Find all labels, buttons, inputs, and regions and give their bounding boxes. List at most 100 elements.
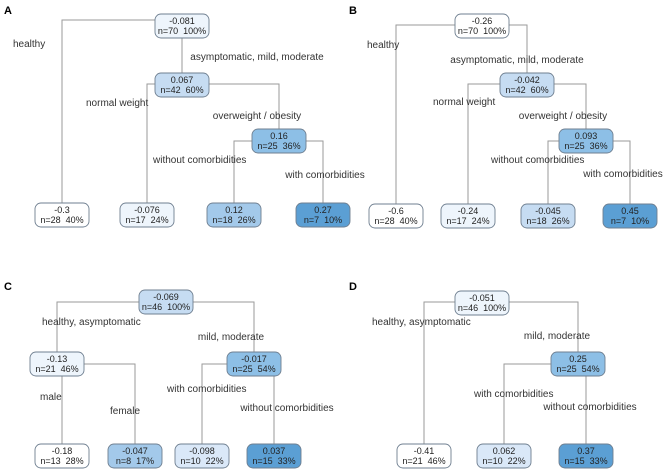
split-label: without comorbidities bbox=[152, 155, 246, 166]
split-label: without comorbidities bbox=[490, 155, 584, 166]
node-stats: n=28 40% bbox=[374, 216, 417, 226]
node-stats: n=10 22% bbox=[482, 456, 525, 466]
node-value: -0.042 bbox=[514, 75, 540, 85]
node-value: -0.076 bbox=[134, 205, 160, 215]
node-box bbox=[295, 202, 351, 228]
node-box bbox=[558, 128, 614, 154]
node-value: 0.37 bbox=[577, 446, 595, 456]
split-label: overweight / obesity bbox=[519, 111, 607, 122]
node-stats: n=17 24% bbox=[125, 215, 168, 225]
leaf-node: -0.41n=21 46% bbox=[396, 443, 452, 469]
panel-letter: C bbox=[4, 281, 12, 293]
node-box bbox=[206, 202, 262, 228]
node-stats: n=7 10% bbox=[304, 215, 342, 225]
split-label: healthy, asymptomatic bbox=[372, 317, 471, 328]
split-label: normal weight bbox=[86, 98, 148, 109]
node-stats: n=25 54% bbox=[232, 364, 275, 374]
split-label: with comorbidities bbox=[166, 384, 246, 395]
split-label: without comorbidities bbox=[542, 402, 636, 413]
split-label: with comorbidities bbox=[582, 169, 662, 180]
split-label: normal weight bbox=[433, 97, 495, 108]
node-value: 0.16 bbox=[270, 131, 288, 141]
split-label: healthy bbox=[13, 39, 45, 50]
node-value: -0.047 bbox=[122, 446, 148, 456]
node-stats: n=28 40% bbox=[40, 215, 83, 225]
leaf-node: -0.18n=13 28% bbox=[34, 443, 90, 469]
node-stats: n=18 26% bbox=[212, 215, 255, 225]
node-value: 0.037 bbox=[263, 446, 286, 456]
node-stats: n=46 100% bbox=[458, 303, 506, 313]
node-stats: n=42 60% bbox=[160, 85, 203, 95]
split-label: male bbox=[40, 392, 62, 403]
leaf-node: 0.45n=7 10% bbox=[602, 203, 658, 229]
node-value: -0.081 bbox=[169, 16, 195, 26]
node-value: -0.24 bbox=[458, 206, 479, 216]
split-label: overweight / obesity bbox=[213, 111, 301, 122]
leaf-node: 0.37n=15 33% bbox=[558, 443, 614, 469]
node-box bbox=[154, 72, 210, 98]
node-stats: n=25 36% bbox=[257, 141, 300, 151]
node-box bbox=[520, 203, 576, 229]
split-label: mild, moderate bbox=[524, 331, 591, 342]
node-value: -0.3 bbox=[54, 205, 70, 215]
node-stats: n=70 100% bbox=[458, 26, 506, 36]
node-stats: n=10 22% bbox=[180, 456, 223, 466]
node-box bbox=[138, 289, 194, 315]
panel-letter: B bbox=[349, 5, 357, 17]
node-stats: n=42 60% bbox=[505, 85, 548, 95]
split-label: with comorbidities bbox=[284, 170, 364, 181]
split-node: 0.25n=25 54% bbox=[550, 351, 606, 377]
tree-edge bbox=[146, 83, 280, 203]
node-stats: n=13 28% bbox=[40, 456, 83, 466]
split-node: 0.16n=25 36% bbox=[251, 128, 307, 154]
node-stats: n=17 24% bbox=[446, 216, 489, 226]
node-value: -0.6 bbox=[388, 206, 404, 216]
node-box bbox=[499, 72, 555, 98]
node-value: 0.062 bbox=[493, 446, 516, 456]
node-value: 0.067 bbox=[171, 75, 194, 85]
node-value: -0.13 bbox=[47, 354, 68, 364]
split-label: with comorbidities bbox=[473, 389, 553, 400]
panel-letter: A bbox=[4, 5, 12, 17]
tree-edge bbox=[61, 19, 183, 203]
leaf-node: -0.3n=28 40% bbox=[34, 202, 90, 228]
leaf-node: -0.6n=28 40% bbox=[368, 203, 424, 229]
node-stats: n=8 17% bbox=[116, 456, 154, 466]
node-box bbox=[107, 443, 163, 469]
node-stats: n=15 33% bbox=[252, 456, 295, 466]
split-label: without comorbidities bbox=[239, 403, 333, 414]
node-value: -0.017 bbox=[241, 354, 267, 364]
node-value: 0.093 bbox=[575, 131, 598, 141]
node-value: -0.18 bbox=[52, 446, 73, 456]
node-box bbox=[368, 203, 424, 229]
node-stats: n=15 33% bbox=[564, 456, 607, 466]
node-value: -0.26 bbox=[472, 16, 493, 26]
node-stats: n=70 100% bbox=[158, 26, 206, 36]
node-box bbox=[602, 203, 658, 229]
node-box bbox=[174, 443, 230, 469]
tree-edge bbox=[61, 363, 136, 444]
leaf-node: -0.24n=17 24% bbox=[440, 203, 496, 229]
node-box bbox=[550, 351, 606, 377]
node-box bbox=[226, 351, 282, 377]
node-box bbox=[476, 443, 532, 469]
node-value: -0.045 bbox=[535, 206, 561, 216]
node-box bbox=[29, 351, 85, 377]
tree-edge bbox=[503, 363, 587, 444]
node-value: -0.051 bbox=[469, 293, 495, 303]
node-value: 0.25 bbox=[569, 354, 587, 364]
node-box bbox=[440, 203, 496, 229]
